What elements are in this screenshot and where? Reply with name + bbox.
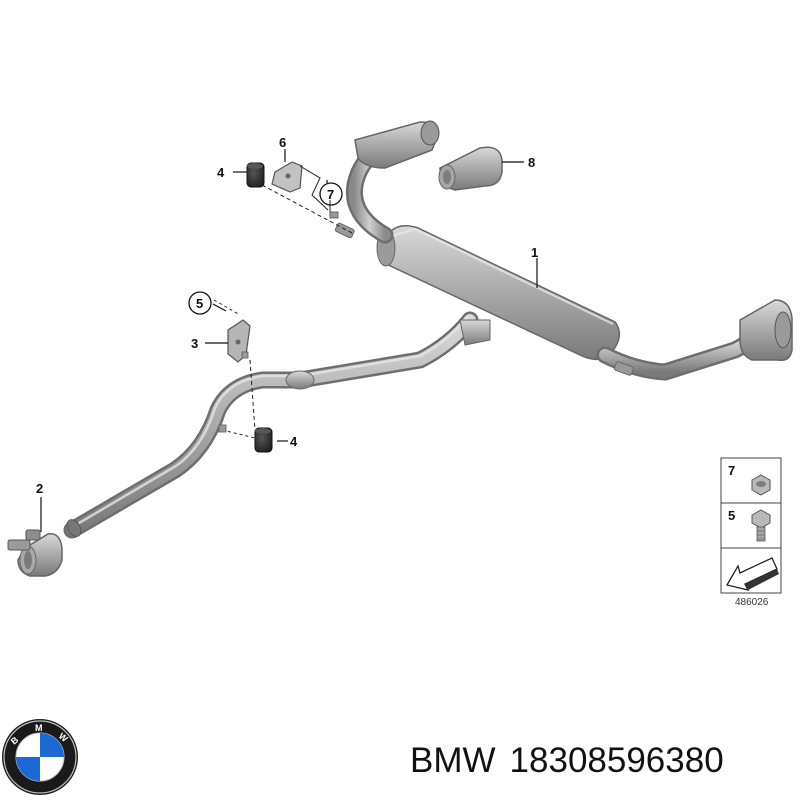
bolt-pieces: [218, 211, 339, 433]
left-tailpipe: [334, 120, 440, 244]
assembly-lines: [213, 165, 353, 439]
callout-8: 8: [528, 155, 535, 170]
rubber-mount-lower: [254, 427, 273, 453]
diagram-reference-number: 486026: [735, 597, 769, 608]
callout-5-ring: [188, 291, 212, 315]
right-tailpipe: [596, 299, 793, 381]
bmw-logo-letter-m: M: [35, 723, 43, 733]
clamp-2: [7, 529, 63, 577]
rubber-mount-upper: [246, 162, 265, 188]
rear-silencer: [376, 225, 621, 361]
callout-2: 2: [36, 481, 43, 496]
callout-5: 5: [196, 296, 203, 311]
tailpipe-trim-8: [438, 146, 503, 191]
legend-number-5: 5: [728, 508, 735, 523]
front-pipe: [63, 311, 479, 539]
bracket-6: [271, 161, 303, 193]
callout-6: 6: [279, 135, 286, 150]
callout-4-upper: 4: [217, 165, 225, 180]
parts-legend: 7 5 486026: [720, 457, 782, 608]
direction-arrow-icon: [725, 557, 779, 591]
leader-lines: [40, 149, 538, 532]
hex-nut-icon: [751, 474, 771, 496]
bmw-logo-letter-b: B: [9, 734, 21, 746]
part-number: 18308596380: [509, 741, 724, 780]
bmw-roundel-icon: B M W: [2, 719, 78, 795]
legend-number-7: 7: [728, 463, 735, 478]
hex-bolt-icon: [751, 509, 771, 542]
part-caption: BMW 18308596380: [410, 736, 790, 786]
callout-1: 1: [531, 245, 538, 260]
callout-3: 3: [191, 336, 198, 351]
callout-7: 7: [327, 187, 334, 202]
callout-7-ring: [319, 182, 343, 206]
brand-name: BMW: [410, 741, 496, 780]
callout-4-lower: 4: [290, 434, 298, 449]
